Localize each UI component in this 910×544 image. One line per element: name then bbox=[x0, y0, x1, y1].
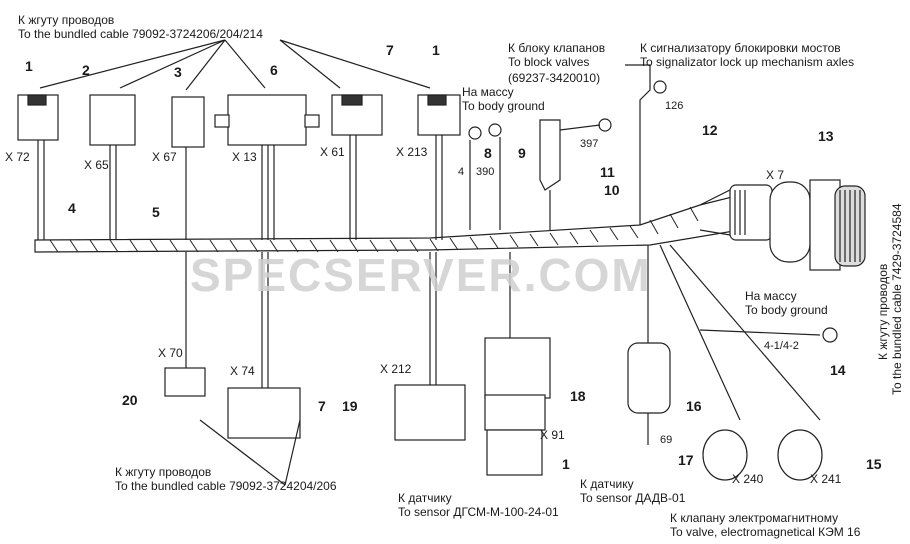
callout-7-top: 7 bbox=[386, 42, 394, 58]
connector-x65 bbox=[89, 94, 136, 146]
x213-label: X 213 bbox=[396, 145, 428, 159]
callout-3: 3 bbox=[174, 64, 182, 80]
callout-6: 6 bbox=[270, 62, 278, 78]
connector-x240 bbox=[702, 429, 748, 481]
x65-label: X 65 bbox=[84, 158, 109, 172]
ground2-label-ru: На массу bbox=[745, 289, 797, 303]
wire-390: 390 bbox=[476, 166, 495, 178]
signal-plug bbox=[625, 64, 651, 225]
callout-2: 2 bbox=[82, 62, 90, 78]
callout-10: 10 bbox=[604, 182, 620, 198]
callout-19: 19 bbox=[342, 398, 358, 414]
top-left-label-ru: К жгуту проводов bbox=[18, 13, 115, 27]
callout-14: 14 bbox=[830, 362, 846, 378]
connector-x212 bbox=[394, 384, 466, 441]
callout-7-bottom: 7 bbox=[318, 398, 326, 414]
valve-label-ru: К клапану электромагнитному bbox=[670, 511, 839, 525]
callout-8: 8 bbox=[484, 145, 492, 161]
valve-plug bbox=[539, 119, 561, 191]
callout-17: 17 bbox=[678, 452, 694, 468]
wire-69: 69 bbox=[660, 434, 673, 446]
right-vertical-label-ru: К жгуту проводов bbox=[876, 263, 890, 360]
top-left-label-en: To the bundled cable 79092-3724206/204/2… bbox=[18, 27, 263, 41]
callout-16: 16 bbox=[686, 398, 702, 414]
ground1-label-en: To body ground bbox=[462, 99, 545, 113]
sensor1-label-ru: К датчику bbox=[398, 491, 452, 505]
valve-label-en: To valve, electromagnetical КЭМ 16 bbox=[670, 525, 861, 539]
x241-label: X 241 bbox=[810, 472, 842, 486]
x13-label: X 13 bbox=[232, 150, 257, 164]
main-harness bbox=[34, 194, 741, 253]
callout-20: 20 bbox=[122, 392, 138, 408]
wire-397: 397 bbox=[580, 138, 599, 150]
connector-x13 bbox=[227, 94, 307, 146]
callout-11: 11 bbox=[600, 164, 615, 180]
wire-4: 4 bbox=[458, 166, 465, 178]
connector-x91 bbox=[486, 429, 543, 476]
x70-label: X 70 bbox=[158, 346, 183, 360]
connector-x67 bbox=[171, 96, 205, 148]
valves-label-en: To block valves bbox=[508, 55, 590, 69]
x61-label: X 61 bbox=[320, 145, 345, 159]
bottom-left-label-en: To the bundled cable 79092-3724204/206 bbox=[115, 479, 337, 493]
x74-label: X 74 bbox=[230, 364, 255, 378]
x91-label: X 91 bbox=[540, 428, 565, 442]
connector-x70 bbox=[164, 367, 206, 397]
right-vertical-label-en: To the bundled cable 7429-3724584 bbox=[890, 203, 904, 396]
x212-label: X 212 bbox=[380, 362, 412, 376]
callout-5: 5 bbox=[152, 204, 160, 220]
x240-label: X 240 bbox=[732, 472, 764, 486]
callout-15: 15 bbox=[866, 456, 882, 472]
x72-label: X 72 bbox=[5, 150, 30, 164]
connector-16 bbox=[627, 342, 671, 414]
bottom-left-label-ru: К жгуту проводов bbox=[115, 465, 212, 479]
signal-label-ru: К сигнализатору блокировки мостов bbox=[640, 41, 841, 55]
sensor1-label-en: To sensor ДГСМ-М-100-24-01 bbox=[398, 505, 559, 519]
signal-label-en: To signalizator lock up mechanism axles bbox=[640, 55, 855, 69]
callout-13: 13 bbox=[818, 128, 834, 144]
connector-18 bbox=[484, 337, 551, 399]
sensor2-label-ru: К датчику bbox=[580, 477, 634, 491]
callout-4: 4 bbox=[68, 200, 76, 216]
wire-4-1-4-2: 4-1/4-2 bbox=[764, 340, 799, 352]
watermark: SPECSERVER.COM bbox=[190, 249, 652, 301]
callout-18: 18 bbox=[570, 388, 586, 404]
x7-label: X 7 bbox=[766, 168, 785, 182]
ground1-label-ru: На массу bbox=[462, 85, 514, 99]
connector-x241 bbox=[777, 429, 823, 481]
valves-label-ru: К блоку клапанов bbox=[508, 41, 606, 55]
sensor2-label-en: To sensor ДАДВ-01 bbox=[580, 491, 686, 505]
connector-x74 bbox=[227, 387, 301, 439]
callout-1-top-right: 1 bbox=[432, 42, 440, 58]
valves-part: (69237-3420010) bbox=[508, 71, 601, 85]
callout-1: 1 bbox=[25, 58, 33, 74]
x67-label: X 67 bbox=[152, 150, 177, 164]
wire-126: 126 bbox=[665, 100, 684, 112]
ground2-label-en: To body ground bbox=[745, 303, 828, 317]
callout-9: 9 bbox=[518, 145, 526, 161]
callout-12: 12 bbox=[702, 122, 718, 138]
connector-x7-body bbox=[729, 184, 773, 241]
callout-1-bottom: 1 bbox=[562, 456, 570, 472]
